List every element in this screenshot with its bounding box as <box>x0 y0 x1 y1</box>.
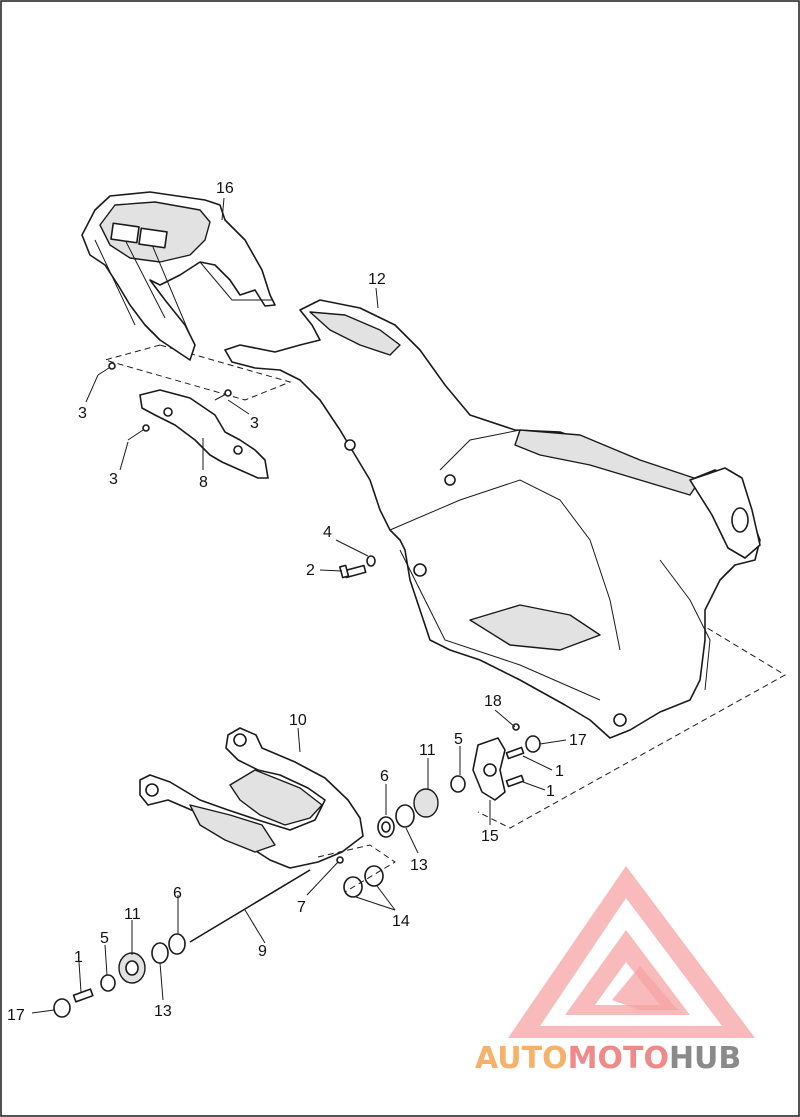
pin-7 <box>336 856 344 864</box>
bolt-3-middle <box>214 389 232 401</box>
callout-6-left: 6 <box>173 885 182 902</box>
dashed-guide-rack <box>103 344 292 401</box>
callout-3-middle: 3 <box>250 415 259 432</box>
leader-lines <box>31 197 567 1014</box>
bolt-2 <box>339 564 367 579</box>
watermark-moto: MOTO <box>568 1041 669 1076</box>
bolt-3-lower <box>127 424 150 441</box>
washer-4 <box>366 555 376 567</box>
callout-1-upper: 1 <box>555 763 564 780</box>
callout-1-lower: 1 <box>546 783 555 800</box>
callout-11-left: 11 <box>124 906 141 923</box>
motorcycle-frame <box>224 299 761 739</box>
callout-2: 2 <box>306 562 315 579</box>
callout-1-left: 1 <box>74 949 83 966</box>
callout-14: 14 <box>392 913 410 930</box>
callout-17-right: 17 <box>569 732 587 749</box>
callout-9: 9 <box>258 943 267 960</box>
callout-3-lower: 3 <box>109 471 118 488</box>
callout-10: 10 <box>289 712 307 729</box>
left-pivot-stack <box>53 933 186 1018</box>
callout-16: 16 <box>216 180 234 197</box>
right-pivot-stack <box>377 723 541 838</box>
callout-5-right: 5 <box>454 731 463 748</box>
side-bracket <box>139 389 269 479</box>
callout-5-left: 5 <box>100 930 109 947</box>
callout-15: 15 <box>481 828 499 845</box>
watermark-hub: HUB <box>669 1041 741 1076</box>
callout-4: 4 <box>323 524 332 541</box>
callout-6-right: 6 <box>380 768 389 785</box>
watermark-text: AUTOMOTOHUB <box>475 1041 741 1076</box>
callout-13-right: 13 <box>410 857 428 874</box>
callout-3-upper: 3 <box>78 405 87 422</box>
pivot-shaft-9 <box>189 869 311 943</box>
callout-labels: 16 12 3 3 3 8 4 2 10 18 17 11 5 6 1 1 15… <box>7 180 587 1024</box>
watermark-auto: AUTO <box>475 1041 568 1076</box>
callout-18: 18 <box>484 693 502 710</box>
watermark-logo <box>508 866 755 1038</box>
callout-17-left: 17 <box>7 1007 25 1024</box>
callout-7: 7 <box>297 899 306 916</box>
bolt-3-upper <box>97 362 116 376</box>
swingarm <box>139 727 364 869</box>
callout-11-right: 11 <box>419 742 436 759</box>
callout-8: 8 <box>199 474 208 491</box>
callout-12: 12 <box>368 271 386 288</box>
luggage-rack <box>81 191 276 361</box>
dashed-guide-bushings <box>317 844 396 893</box>
callout-13-left: 13 <box>154 1003 172 1020</box>
